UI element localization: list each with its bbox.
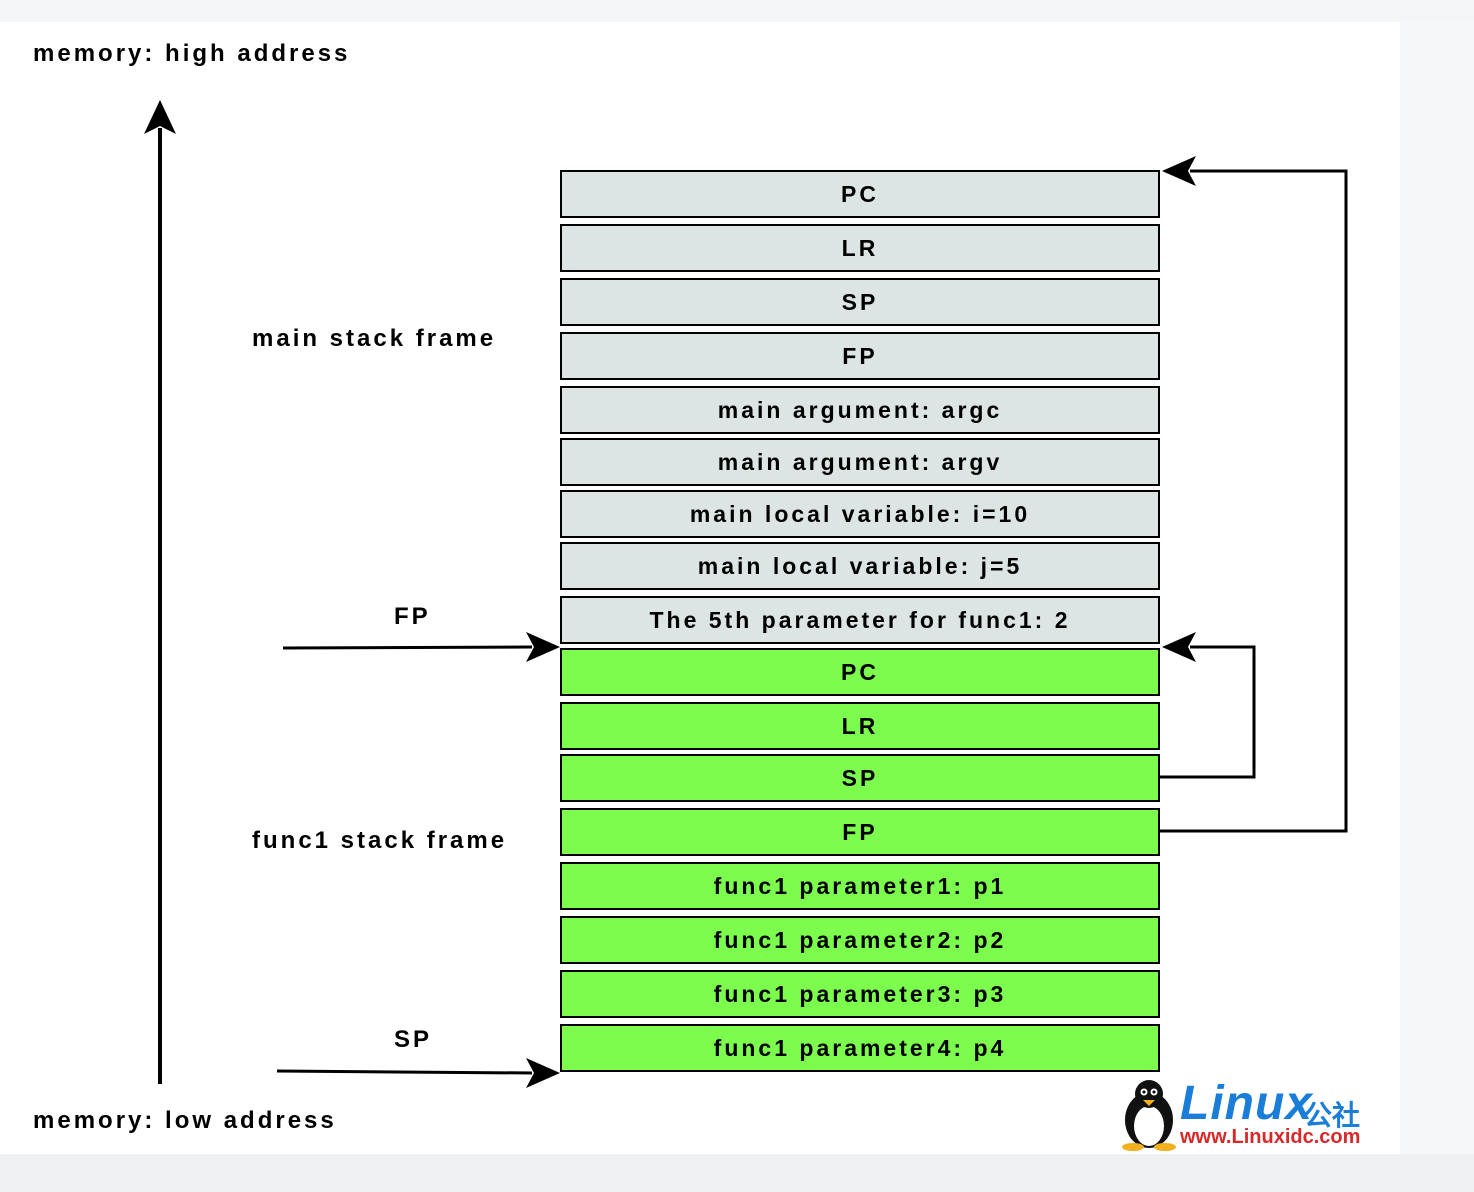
func1-frame-label: func1 stack frame [252, 827, 508, 854]
sp-link-arrowhead [1162, 632, 1196, 662]
logo-word: Linux [1180, 1077, 1313, 1130]
fp-pointer-arrowhead [526, 632, 560, 662]
func1-frame-block-pc: PC [560, 648, 1160, 696]
main-frame-block-local-j: main local variable: j=5 [560, 542, 1160, 590]
main-frame-block-lr: LR [560, 224, 1160, 272]
sp-link-line [1160, 645, 1256, 779]
high-address-label: memory: high address [33, 40, 351, 67]
func1-frame-block-fp: FP [560, 808, 1160, 856]
main-frame-block-argc: main argument: argc [560, 386, 1160, 434]
sp-pointer-line [276, 1069, 533, 1075]
fp-pointer-label: FP [394, 603, 431, 630]
sp-pointer-arrowhead [526, 1058, 560, 1088]
penguin-icon [1122, 1080, 1176, 1151]
main-frame-block-func1-param5: The 5th parameter for func1: 2 [560, 596, 1160, 644]
func1-frame-block-param2: func1 parameter2: p2 [560, 916, 1160, 964]
func1-frame-block-param1: func1 parameter1: p1 [560, 862, 1160, 910]
main-frame-block-sp: SP [560, 278, 1160, 326]
main-frame-block-argv: main argument: argv [560, 438, 1160, 486]
main-frame-block-pc: PC [560, 170, 1160, 218]
fp-pointer-line [282, 645, 533, 650]
sp-pointer-label: SP [394, 1026, 433, 1053]
func1-frame-block-param4: func1 parameter4: p4 [560, 1024, 1160, 1072]
fp-link-line [1160, 169, 1348, 833]
fp-link-arrowhead [1162, 156, 1196, 186]
func1-frame-block-param3: func1 parameter3: p3 [560, 970, 1160, 1018]
main-frame-block-fp: FP [560, 332, 1160, 380]
linuxidc-logo: Linux 公社 www.Linuxidc.com [1118, 1076, 1398, 1152]
low-address-label: memory: low address [33, 1107, 337, 1134]
logo-cn-text: 公社 [1304, 1099, 1361, 1132]
func1-frame-block-sp: SP [560, 754, 1160, 802]
page-bottom-margin [0, 1154, 1474, 1192]
logo-url: www.Linuxidc.com [1180, 1126, 1361, 1148]
main-frame-block-local-i: main local variable: i=10 [560, 490, 1160, 538]
page-right-margin [1400, 22, 1474, 1154]
main-frame-label: main stack frame [252, 325, 497, 352]
func1-frame-block-lr: LR [560, 702, 1160, 750]
memory-axis-arrowhead [144, 100, 176, 134]
